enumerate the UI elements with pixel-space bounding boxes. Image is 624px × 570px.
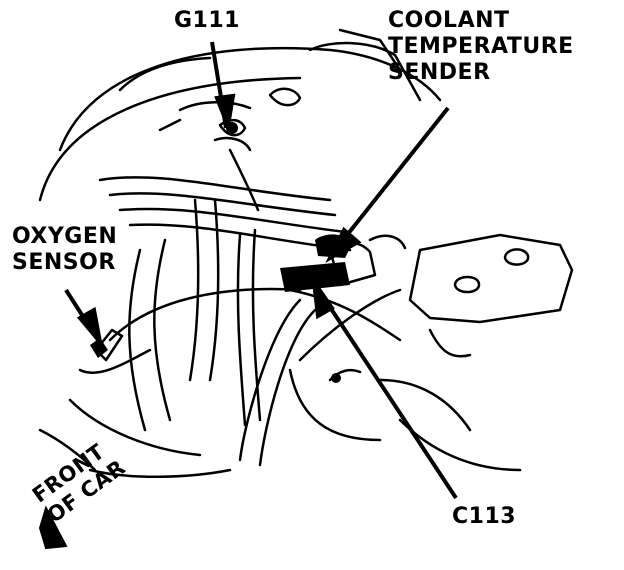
g111-label-text: G111: [174, 8, 240, 33]
oxygen-label-line1: OXYGEN: [12, 224, 118, 249]
coolant-temperature-sender-label: COOLANT TEMPERATURE SENDER: [388, 8, 574, 86]
g111-label: G111: [174, 8, 240, 34]
coolant-label-line3: SENDER: [388, 60, 491, 85]
c113-label: C113: [452, 504, 516, 530]
oxygen-sensor-label: OXYGEN SENSOR: [12, 224, 117, 276]
coolant-label-line2: TEMPERATURE: [388, 34, 574, 59]
c113-label-text: C113: [452, 504, 517, 529]
coolant-label-line1: COOLANT: [388, 8, 510, 33]
oxygen-label-line2: SENSOR: [12, 250, 116, 275]
